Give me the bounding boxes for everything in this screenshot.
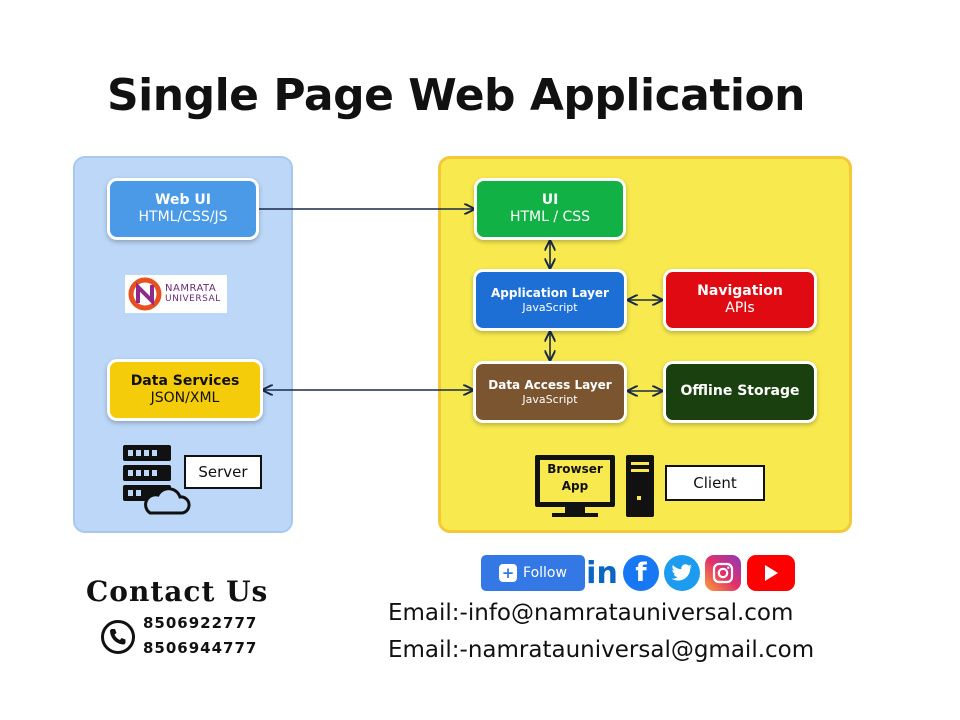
browser-app-label: Browser App — [540, 461, 610, 496]
data-services-subtitle: JSON/XML — [150, 390, 220, 406]
server-rack-icon — [123, 445, 191, 515]
navigation-subtitle: APIs — [725, 300, 755, 316]
twitter-icon[interactable] — [664, 555, 700, 591]
follow-label: Follow — [523, 565, 567, 581]
plus-icon: + — [499, 564, 518, 582]
youtube-icon[interactable] — [747, 555, 795, 591]
navigation-title: Navigation — [697, 282, 783, 299]
web-ui-box: Web UI HTML/CSS/JS — [110, 181, 256, 237]
phone-number-1[interactable]: 8506922777 — [143, 614, 258, 632]
application-layer-box: Application Layer JavaScript — [476, 272, 624, 328]
ui-title: UI — [541, 191, 559, 208]
logo-text-universal: UNIVERSAL — [165, 294, 221, 304]
data-services-title: Data Services — [130, 372, 240, 389]
offline-storage-title: Offline Storage — [680, 383, 800, 400]
email-info[interactable]: Email:-info@namratauniversal.com — [388, 600, 794, 626]
data-access-layer-subtitle: JavaScript — [522, 392, 578, 406]
logo-text-namrata: NAMRATA — [165, 283, 217, 294]
browser-label-line2: App — [561, 479, 589, 494]
phone-icon — [101, 620, 135, 654]
computer-tower-icon — [626, 455, 654, 517]
browser-label-line1: Browser — [547, 462, 603, 476]
ui-subtitle: HTML / CSS — [509, 209, 591, 225]
facebook-icon[interactable]: f — [623, 555, 659, 591]
monitor-icon — [535, 455, 615, 517]
page-title: Single Page Web Application — [106, 70, 806, 121]
contact-title: Contact Us — [86, 575, 269, 608]
instagram-icon[interactable] — [705, 555, 741, 591]
email-gmail[interactable]: Email:-namratauniversal@gmail.com — [388, 637, 815, 663]
application-layer-title: Application Layer — [491, 285, 609, 300]
web-ui-title: Web UI — [155, 191, 211, 208]
server-label: Server — [184, 455, 262, 489]
linkedin-icon[interactable]: in — [586, 555, 618, 591]
navigation-box: Navigation APIs — [666, 272, 814, 328]
data-services-box: Data Services JSON/XML — [110, 362, 260, 418]
client-label: Client — [665, 465, 765, 501]
namrata-logo: NAMRATA UNIVERSAL — [125, 275, 227, 313]
offline-storage-box: Offline Storage — [666, 364, 814, 420]
namrata-logo-mark-icon — [128, 277, 162, 311]
data-access-layer-box: Data Access Layer JavaScript — [476, 364, 624, 420]
data-access-layer-title: Data Access Layer — [488, 377, 612, 392]
follow-button[interactable]: + Follow — [481, 555, 585, 591]
application-layer-subtitle: JavaScript — [522, 300, 578, 314]
phone-number-2[interactable]: 8506944777 — [143, 639, 258, 657]
ui-box: UI HTML / CSS — [477, 181, 623, 237]
web-ui-subtitle: HTML/CSS/JS — [138, 209, 228, 225]
